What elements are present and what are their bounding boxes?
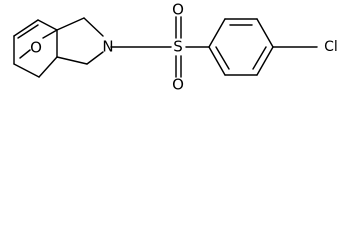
bond-ring-top-n [83, 17, 104, 37]
nitrogen-label: N [102, 38, 113, 56]
atom-label-layer: O N S O O Cl [30, 1, 338, 94]
oxygen-bridge-label: O [30, 39, 42, 57]
bond-left-bottom-bridge [13, 63, 40, 78]
bond-alkene-outer [13, 19, 39, 37]
molecule-diagram: O N S O O Cl [13, 1, 338, 94]
bond-benzene-inner-right [252, 46, 267, 70]
sulfur-label: S [173, 38, 183, 56]
bond-benzene-3 [256, 18, 274, 48]
bond-oxygen-left [19, 49, 31, 59]
bond-benzene-4 [256, 46, 274, 76]
bond-bottom-left-ring [38, 56, 58, 78]
sulfonyl-oxygen-top-label: O [172, 1, 184, 19]
bond-benzene-6 [208, 46, 226, 76]
bond-ring-bottom-n [86, 51, 104, 65]
bond-oxygen-right [42, 29, 58, 39]
bond-alkene-inner [17, 24, 39, 39]
bond-ring-top-ch2 [56, 17, 85, 31]
bond-ring-bottom-ch2 [56, 56, 88, 65]
bond-layer [13, 16, 318, 78]
bond-benzene-1 [208, 18, 226, 48]
chemical-structure-canvas: O N S O O Cl [0, 0, 346, 98]
bond-top-bridge [37, 19, 58, 31]
bond-benzene-inner-left [215, 46, 230, 70]
sulfonyl-oxygen-bottom-label: O [172, 76, 184, 94]
chlorine-label: Cl [324, 39, 338, 55]
